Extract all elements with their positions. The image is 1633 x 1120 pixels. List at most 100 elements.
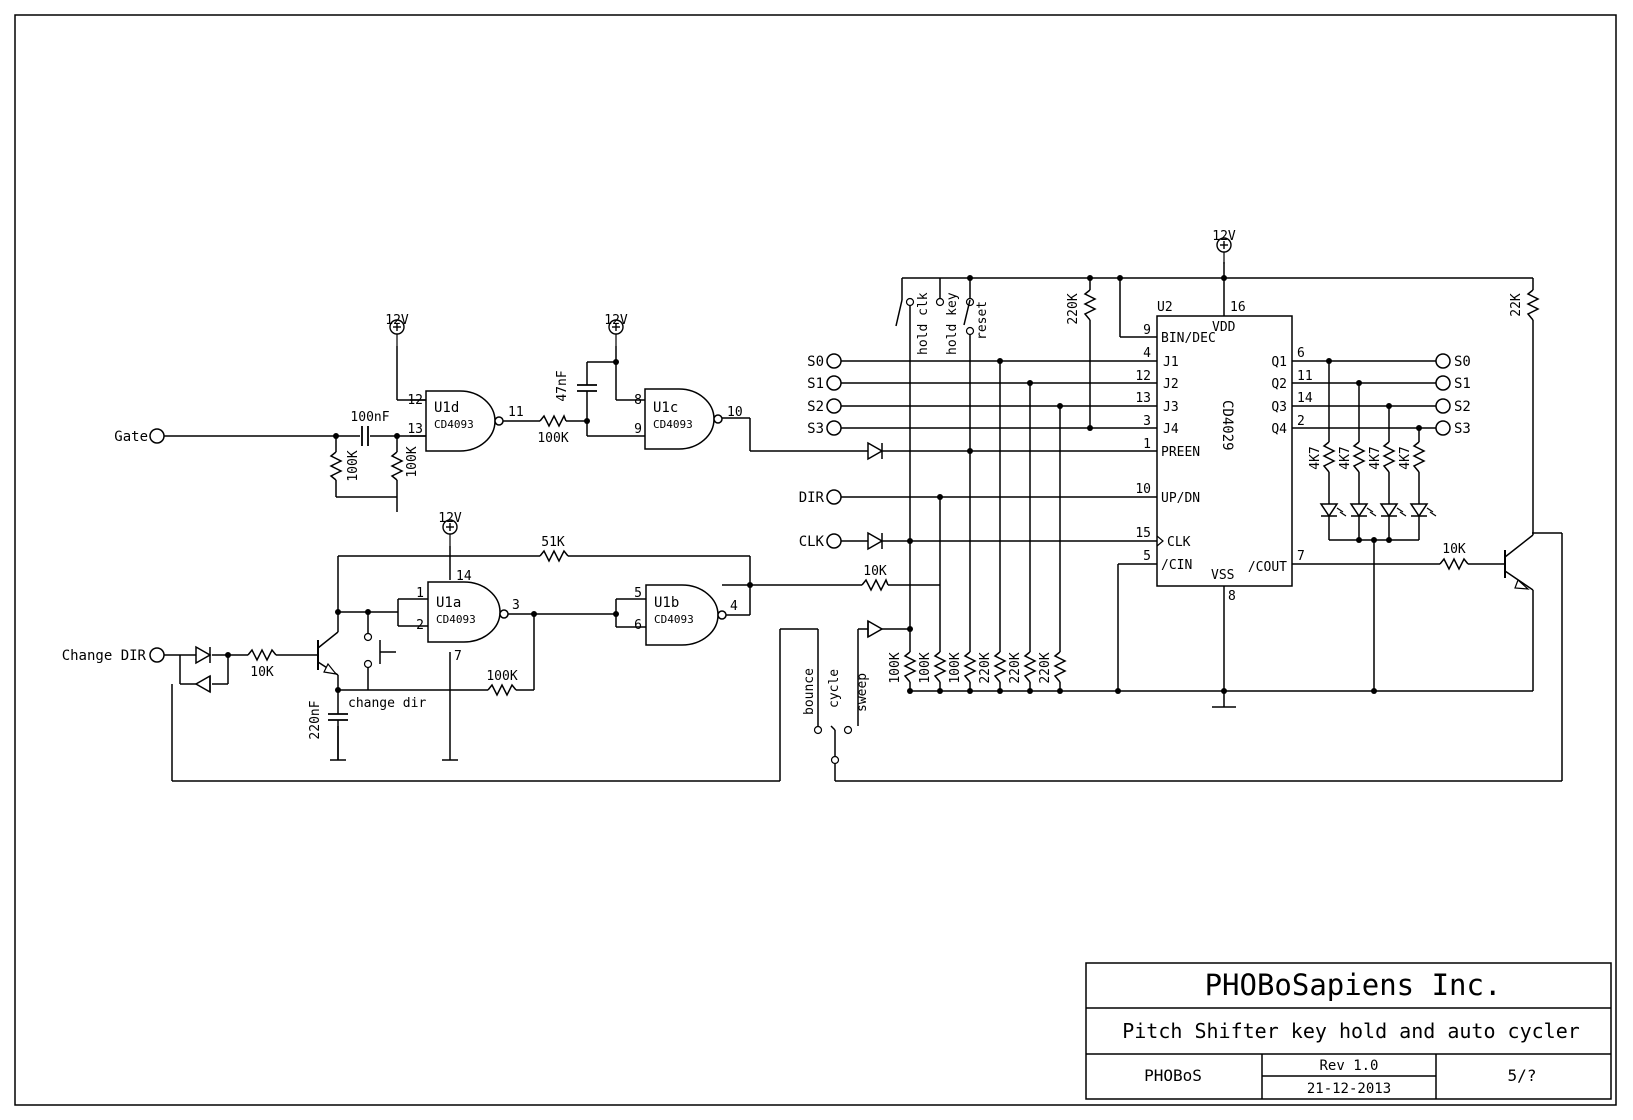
svg-text:5: 5 [1143,549,1151,564]
svg-text:12: 12 [407,393,423,408]
svg-text:U1d: U1d [434,400,459,416]
svg-text:3: 3 [512,598,520,613]
vcc-12v-c: 12V [604,313,628,347]
company-name: PHOBoSapiens Inc. [1205,968,1502,1002]
svg-text:change dir: change dir [348,696,426,711]
svg-text:S3: S3 [807,421,824,437]
switch-mode: bounce cycle sweep [802,668,870,765]
svg-text:CD4093: CD4093 [436,613,476,626]
port-gate: Gate [114,428,165,445]
svg-text:220K: 220K [978,652,993,683]
svg-text:Q4: Q4 [1271,422,1287,437]
transistor-change-dir [317,631,339,676]
svg-text:BIN/DEC: BIN/DEC [1161,331,1216,346]
svg-text:12V: 12V [438,511,462,526]
svg-text:100K: 100K [918,652,933,683]
svg-text:U1b: U1b [654,595,679,611]
led-4 [1409,503,1437,518]
svg-text:J4: J4 [1163,422,1179,437]
port-s1-in: S1 [807,375,842,392]
svg-text:100K: 100K [346,450,361,481]
svg-text:8: 8 [1228,589,1236,604]
diode-preen [867,441,884,461]
svg-text:S1: S1 [1454,376,1471,392]
led-1 [1319,503,1347,518]
port-s2-in: S2 [807,398,842,415]
svg-text:CD4093: CD4093 [434,418,474,431]
svg-text:12V: 12V [385,313,409,328]
svg-text:/CIN: /CIN [1161,558,1192,573]
svg-text:2: 2 [1297,414,1305,429]
transistor-cout [1504,534,1534,591]
port-dir: DIR [799,489,842,506]
svg-text:J2: J2 [1163,377,1179,392]
resistor-220k-pd-3: 220K [1038,651,1067,684]
port-s1-out: S1 [1435,375,1471,392]
junctions [225,275,1422,694]
revision: Rev 1.0 [1319,1058,1378,1074]
svg-text:CD4093: CD4093 [654,613,694,626]
switch-change-dir: change dir [348,632,426,711]
svg-text:14: 14 [456,569,472,584]
svg-text:reset: reset [975,301,990,340]
svg-text:Change DIR: Change DIR [62,648,147,664]
svg-text:15: 15 [1135,526,1151,541]
project-name: PHOBoS [1144,1066,1202,1085]
resistor-220k-top: 220K [1066,289,1097,325]
svg-text:7: 7 [454,649,462,664]
svg-text:4K7: 4K7 [1368,446,1383,469]
svg-text:6: 6 [634,618,642,633]
svg-text:DIR: DIR [799,490,825,506]
svg-text:13: 13 [1135,391,1151,406]
resistor-10k-base: 10K [247,648,277,680]
led-2 [1349,503,1377,518]
resistor-10k-clk: 10K [861,564,889,592]
svg-text:4: 4 [730,599,738,614]
svg-text:S0: S0 [1454,354,1471,370]
vcc-12v-u2: 12V [1212,229,1236,265]
port-s3-in: S3 [807,420,842,437]
port-change-dir: Change DIR [62,647,165,664]
svg-text:VDD: VDD [1212,320,1236,335]
svg-text:3: 3 [1143,414,1151,429]
svg-text:10: 10 [727,405,743,420]
title-block: PHOBoSapiens Inc. Pitch Shifter key hold… [1085,962,1612,1100]
svg-text:10K: 10K [863,564,887,579]
svg-text:16: 16 [1230,300,1246,315]
svg-text:hold key: hold key [945,292,960,355]
resistor-10k-cout: 10K [1439,542,1469,571]
svg-text:13: 13 [407,422,423,437]
svg-text:S0: S0 [807,354,824,370]
drawing-date: 21-12-2013 [1307,1081,1391,1097]
svg-text:U2: U2 [1157,300,1173,315]
resistor-100k-pd-3: 100K [948,651,977,684]
resistor-4k7-4: 4K7 [1398,441,1426,473]
svg-text:CLK: CLK [1167,535,1191,550]
svg-text:1: 1 [1143,437,1151,452]
svg-text:J3: J3 [1163,400,1179,415]
resistor-100k-feedback: 100K [486,669,518,697]
svg-text:9: 9 [1143,323,1151,338]
svg-text:1: 1 [416,586,424,601]
resistor-100k-pd-1: 100K [888,651,917,684]
port-s0-in: S0 [807,353,842,370]
capacitor-220nf: 220nF [308,700,348,761]
svg-text:U1c: U1c [653,400,678,416]
diode-change-dir-1 [195,645,212,665]
gate-u1a: U1a CD4093 1 2 3 14 7 [416,569,520,664]
svg-text:14: 14 [1297,391,1313,406]
led-3 [1379,503,1407,518]
diode-sweep [867,619,884,639]
ic-u2-cd4029: U2 16 VDD BIN/DEC J1 J2 J3 J4 PREEN UP/D… [1135,300,1312,604]
vcc-12v-d: 12V [385,313,409,347]
svg-text:6: 6 [1297,346,1305,361]
svg-text:100K: 100K [537,431,568,446]
diode-clk [867,531,884,551]
svg-text:100K: 100K [948,652,963,683]
port-s0-out: S0 [1435,353,1471,370]
svg-text:11: 11 [508,405,524,420]
svg-text:22K: 22K [1509,293,1524,317]
svg-text:CD4029: CD4029 [1219,400,1235,451]
svg-text:47nF: 47nF [555,370,570,401]
